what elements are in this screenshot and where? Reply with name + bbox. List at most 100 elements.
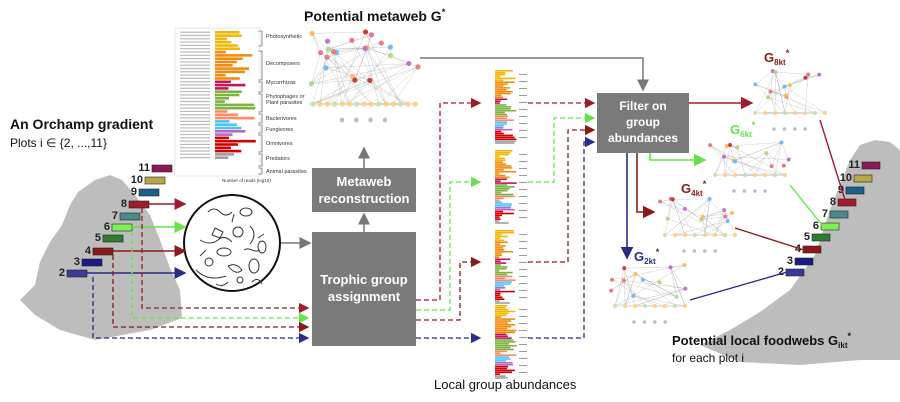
metaweb-bar-label <box>180 38 210 40</box>
network-edge <box>781 142 789 160</box>
network-node <box>773 173 777 177</box>
category-omnivores: Omnivores <box>266 141 293 147</box>
local-bar <box>495 354 517 356</box>
plot-marker-right-2 <box>785 268 805 277</box>
plot-marker-7 <box>119 212 141 221</box>
network-edge <box>774 142 782 176</box>
network-edge <box>724 160 734 176</box>
local-bar <box>495 358 511 360</box>
local-bar <box>495 98 508 101</box>
metaweb-bar-label <box>180 51 210 53</box>
local-bar <box>495 220 500 222</box>
network-node <box>723 233 727 237</box>
network-edge <box>311 67 327 84</box>
network-node <box>763 173 767 177</box>
network-node <box>368 32 375 38</box>
metaweb-bar <box>215 97 230 100</box>
network-edge <box>311 79 355 84</box>
network-edge <box>364 48 401 105</box>
network-edge <box>714 210 725 236</box>
network-node <box>753 82 758 87</box>
local-bar-label <box>519 365 527 366</box>
network-node <box>753 173 757 177</box>
network-base-node <box>713 249 717 253</box>
local-bar <box>495 281 512 283</box>
local-bar <box>495 161 503 163</box>
network-node <box>308 81 314 87</box>
plot-marker-11 <box>151 164 173 173</box>
filter-box <box>597 93 689 153</box>
local-bar <box>495 250 514 253</box>
network-edge <box>611 279 656 307</box>
local-bar <box>495 322 508 324</box>
network-node <box>725 219 730 224</box>
local-bar <box>495 287 506 289</box>
local-bar <box>495 85 504 87</box>
network-node <box>708 143 713 148</box>
local-bar-label <box>519 123 527 124</box>
network-node <box>693 233 697 237</box>
local-bar <box>495 75 501 78</box>
local-bar <box>495 305 507 307</box>
network-edge <box>365 31 401 105</box>
metaweb-bar <box>215 34 242 37</box>
plot-number-right-6: 6 <box>813 220 819 232</box>
network-node <box>670 197 675 202</box>
local-bar-label <box>519 358 527 359</box>
network-node <box>727 143 732 148</box>
network-edge <box>723 210 736 236</box>
local-bar-label <box>519 88 527 89</box>
network-node <box>806 72 811 77</box>
metaweb-bar-label <box>180 44 210 46</box>
metaweb-bar <box>215 110 228 113</box>
local-bar <box>495 132 504 135</box>
metaweb-bar <box>215 153 235 156</box>
local-bar <box>495 121 508 123</box>
network-edge <box>710 145 736 162</box>
local-bar <box>495 172 500 175</box>
network-edge <box>312 80 370 105</box>
local-bar <box>495 73 506 76</box>
local-bar <box>495 310 516 313</box>
plot-number-11: 11 <box>138 162 150 174</box>
network-node <box>787 83 792 88</box>
local-bar <box>495 77 516 80</box>
network-node <box>682 263 687 268</box>
plot-number-2: 2 <box>59 267 65 279</box>
network-node <box>724 144 729 149</box>
category-mycorrhizas: Mycorrhizas <box>266 80 296 86</box>
local-bar <box>495 140 516 142</box>
network-edge <box>660 201 726 236</box>
network-node <box>668 265 673 270</box>
local-bar-label <box>519 316 527 317</box>
network-edge <box>623 280 646 307</box>
local-bar <box>495 239 505 242</box>
local-network-8 <box>753 69 827 131</box>
network-node <box>781 163 786 168</box>
network-node <box>352 77 358 83</box>
network-edge <box>701 216 726 220</box>
local-bar <box>495 341 516 343</box>
plot-marker-6 <box>111 223 133 232</box>
network-edge <box>670 267 677 297</box>
network-base-node <box>782 127 787 131</box>
local-bar <box>495 155 500 158</box>
network-base-node <box>732 189 736 193</box>
network-node <box>387 52 394 59</box>
network-edge <box>333 42 382 53</box>
metaweb-bar-label <box>180 114 210 116</box>
metaweb-bar-label <box>180 84 210 86</box>
metaweb-bar <box>215 57 243 60</box>
network-base-node <box>793 127 797 131</box>
local-bar <box>495 90 513 93</box>
local-bar-label <box>519 269 527 270</box>
local-bar <box>495 331 515 334</box>
local-bar-label <box>519 175 527 176</box>
network-edge <box>624 268 636 307</box>
network-edge <box>611 279 677 297</box>
local-bar <box>495 151 511 154</box>
network-node <box>673 304 677 308</box>
network-edge <box>786 96 816 114</box>
metaweb-bar <box>215 106 256 110</box>
